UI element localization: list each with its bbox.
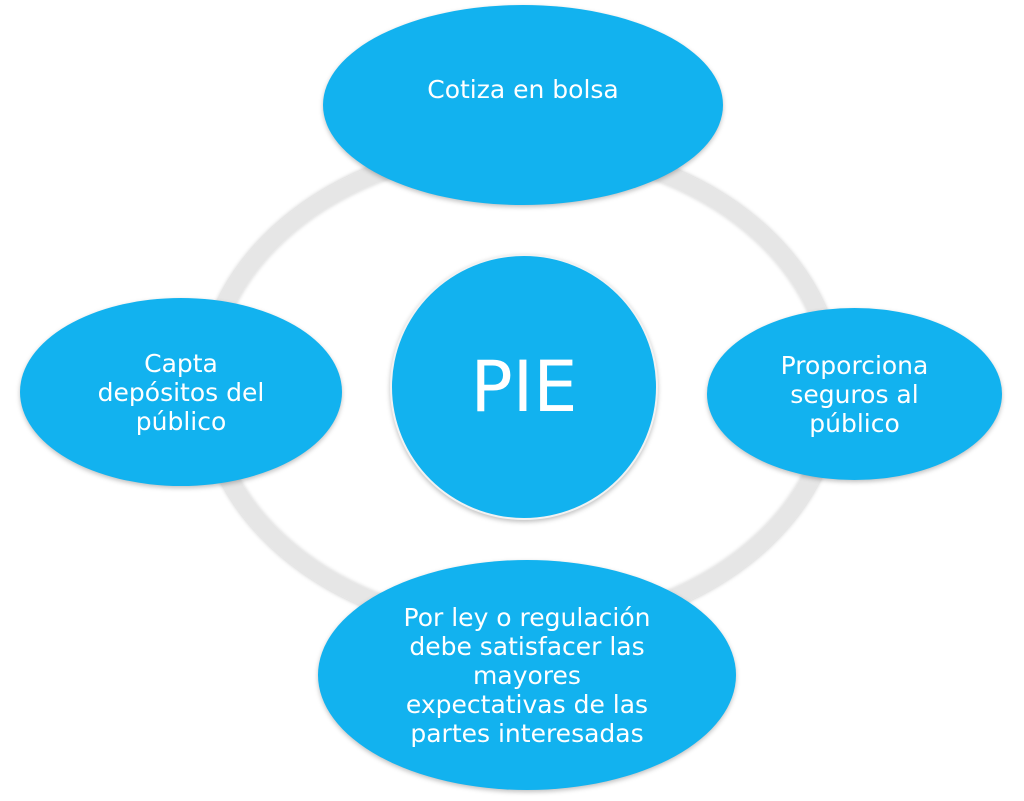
node-proporciona-seguros: Proporciona seguros al público (707, 308, 1002, 480)
node-cotiza-en-bolsa: Cotiza en bolsa (323, 5, 723, 205)
node-label: Por ley o regulación debe satisfacer las… (403, 602, 651, 748)
node-label: Capta depósitos del público (97, 348, 265, 436)
node-label: Cotiza en bolsa (427, 75, 619, 104)
center-node-pie: PIE (390, 254, 658, 520)
node-capta-depositos: Capta depósitos del público (20, 298, 342, 486)
node-label: Proporciona seguros al público (780, 350, 929, 438)
node-por-ley-regulacion: Por ley o regulación debe satisfacer las… (318, 560, 736, 790)
center-label: PIE (470, 346, 578, 428)
